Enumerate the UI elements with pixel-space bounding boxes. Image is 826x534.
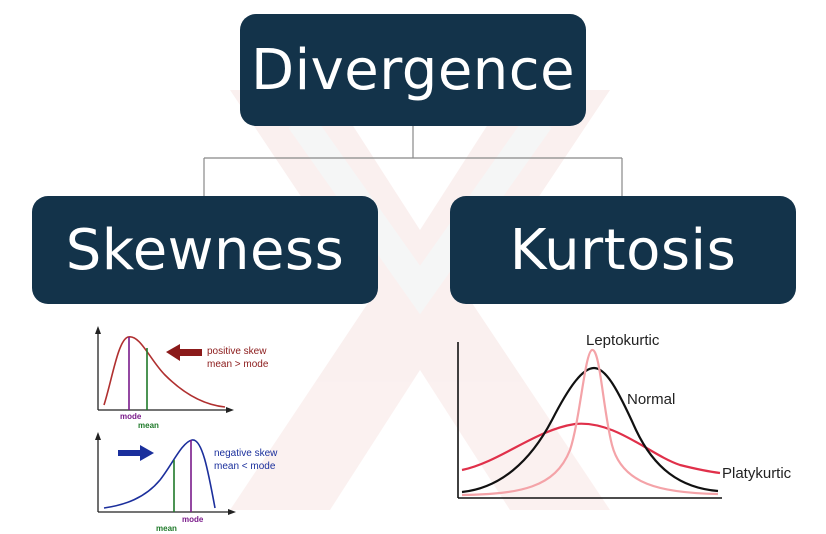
negative-mean-label: mean xyxy=(156,524,177,533)
negative-skew-text-1: negative skew xyxy=(214,448,278,459)
negative-y-arrowhead xyxy=(95,432,101,440)
leptokurtic-curve xyxy=(461,348,719,497)
negative-skew-panel: mode mean negative skew mean < mode xyxy=(95,432,278,533)
node-kurtosis: Kurtosis xyxy=(450,196,796,304)
negative-arrow-icon xyxy=(118,445,154,461)
platykurtic-curve xyxy=(461,422,721,475)
positive-skew-panel: mode mean positive skew mean > mode xyxy=(95,326,269,430)
normal-curve xyxy=(461,366,719,494)
positive-skew-curve xyxy=(103,336,226,408)
normal-label: Normal xyxy=(627,391,675,408)
positive-y-arrowhead xyxy=(95,326,101,334)
platykurtic-label: Platykurtic xyxy=(722,465,792,482)
node-divergence: Divergence xyxy=(240,14,586,126)
negative-skew-text-2: mean < mode xyxy=(214,461,276,472)
positive-x-arrowhead xyxy=(226,407,234,413)
leptokurtic-label: Leptokurtic xyxy=(586,332,660,349)
node-skewness: Skewness xyxy=(32,196,378,304)
positive-mean-label: mean xyxy=(138,421,159,430)
positive-skew-text-1: positive skew xyxy=(207,346,267,357)
positive-arrow-icon xyxy=(166,344,202,361)
positive-skew-text-2: mean > mode xyxy=(207,359,269,370)
negative-x-arrowhead xyxy=(228,509,236,515)
positive-mode-label: mode xyxy=(120,412,142,421)
negative-skew-curve xyxy=(103,439,216,509)
negative-mode-label: mode xyxy=(182,515,204,524)
